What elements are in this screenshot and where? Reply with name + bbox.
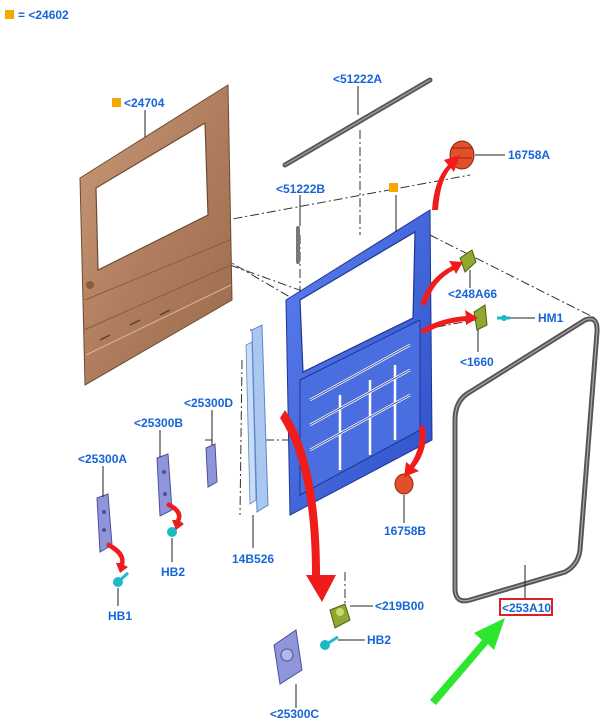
- green-arrow: [430, 618, 505, 705]
- callout-51222B[interactable]: <51222B: [276, 182, 325, 196]
- callout-253A10[interactable]: <253A10: [502, 601, 551, 615]
- callout-25300D[interactable]: <25300D: [184, 396, 233, 410]
- hinge-25300D[interactable]: [205, 443, 218, 488]
- callout-16758A[interactable]: 16758A: [508, 148, 550, 162]
- upper-window-seal[interactable]: [282, 77, 433, 168]
- clip-hb1[interactable]: [113, 571, 130, 587]
- bumper-bottom[interactable]: [394, 473, 414, 495]
- callout-51222A[interactable]: <51222A: [333, 72, 382, 86]
- bracket-219B00[interactable]: [329, 603, 351, 629]
- inner-door-panel[interactable]: [285, 209, 433, 516]
- legend: = <24602: [5, 8, 69, 22]
- legend-swatch: [5, 10, 14, 19]
- callout-HM1[interactable]: HM1: [538, 311, 564, 325]
- door-seal[interactable]: [452, 316, 600, 604]
- outer-door-panel[interactable]: [79, 84, 233, 386]
- callout-24704[interactable]: <24704: [124, 96, 165, 110]
- legend-text: = <24602: [18, 8, 69, 22]
- callout-25300A[interactable]: <25300A: [78, 452, 127, 466]
- callout-HB2-lower[interactable]: HB2: [367, 633, 391, 647]
- callout-219B00[interactable]: <219B00: [375, 599, 424, 613]
- clip-hb2-lower[interactable]: [320, 635, 339, 650]
- callouts: <24704 <51222A <51222B 16758A <248A66 HM…: [78, 72, 564, 719]
- callout-253A10-highlight[interactable]: <253A10: [499, 598, 553, 616]
- callout-25300C[interactable]: <25300C: [270, 707, 319, 719]
- clip-hm1[interactable]: [497, 315, 510, 321]
- callout-248A66[interactable]: <248A66: [448, 287, 497, 301]
- marker-inner-panel: [389, 183, 398, 192]
- callout-14B526[interactable]: 14B526: [232, 552, 274, 566]
- hinge-25300B[interactable]: [156, 453, 173, 517]
- callout-HB1[interactable]: HB1: [108, 609, 132, 623]
- red-arrows: [106, 155, 478, 602]
- hinge-25300C[interactable]: [273, 629, 303, 685]
- callout-HB2-upper[interactable]: HB2: [161, 565, 185, 579]
- marker-24704: [112, 98, 121, 107]
- callout-1660[interactable]: <1660: [460, 355, 494, 369]
- callout-25300B[interactable]: <25300B: [134, 416, 183, 430]
- bracket-1660[interactable]: [473, 304, 488, 331]
- leader-lines: [102, 86, 535, 708]
- callout-16758B[interactable]: 16758B: [384, 524, 426, 538]
- door-guide-rail[interactable]: [245, 324, 269, 513]
- bracket-248A66[interactable]: [459, 249, 477, 273]
